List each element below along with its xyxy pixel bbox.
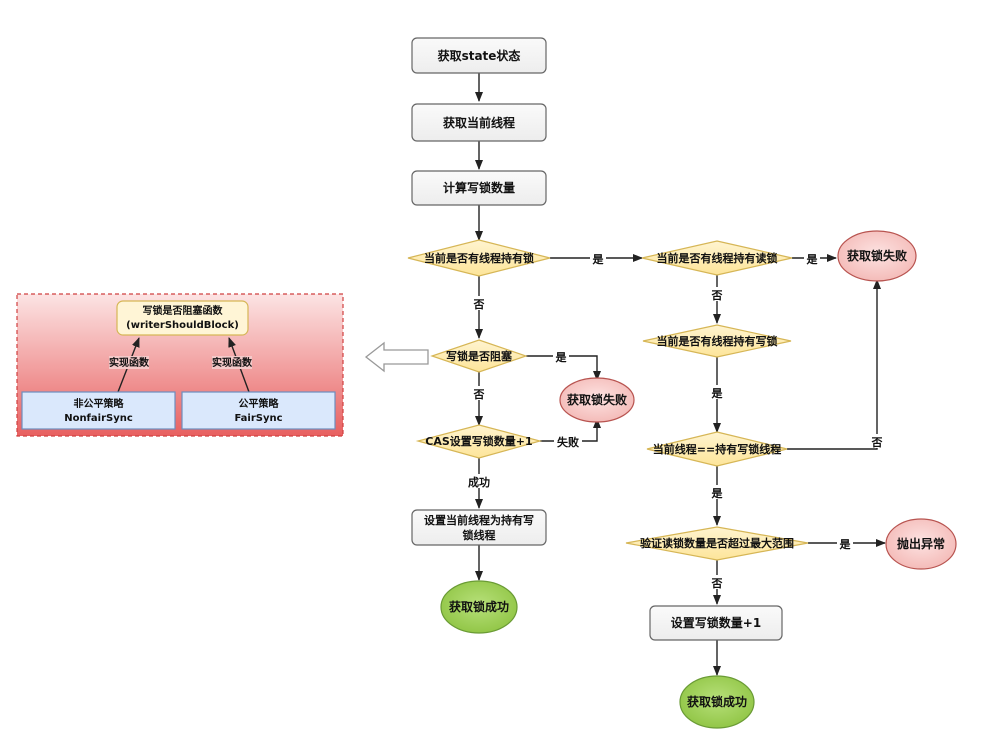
fair-sync-box: 公平策略 FairSync [181,391,336,430]
writer-should-block-box: 写锁是否阻塞函数 (writerShouldBlock) [116,300,249,336]
svg-text:获取锁成功: 获取锁成功 [686,694,747,709]
process-inc-write: 设置写锁数量+1 [649,605,783,641]
svg-text:获取锁成功: 获取锁成功 [448,599,509,614]
svg-text:当前是否有线程持有锁: 当前是否有线程持有锁 [424,251,534,265]
func-label-line2: (writerShouldBlock) [126,320,239,331]
svg-text:锁线程: 锁线程 [463,528,496,542]
svg-text:当前是否有线程持有写锁: 当前是否有线程持有写锁 [657,334,778,348]
decision-read-lock: 当前是否有线程持有读锁 [641,240,793,276]
svg-text:计算写锁数量: 计算写锁数量 [443,180,515,195]
edges [475,73,886,676]
block-strategy-panel: 写锁是否阻塞函数 (writerShouldBlock) 实现函数 实现函数 非… [16,293,344,437]
edge-label-yes-block: 是 [555,351,568,364]
svg-text:获取当前线程: 获取当前线程 [442,115,515,130]
process-get-state: 获取state状态 [411,37,547,74]
edge-label-fail-cas: 失败 [557,435,579,449]
decision-write-lock: 当前是否有线程持有写锁 [642,324,792,358]
terminal-throw: 抛出异常 [885,518,957,570]
svg-text:获取锁失败: 获取锁失败 [566,392,627,407]
terminal-fail-top: 获取锁失败 [837,230,917,282]
process-calc-write: 计算写锁数量 [411,170,547,206]
edge-label-yes-owner: 是 [711,487,724,500]
svg-text:当前是否有线程持有读锁: 当前是否有线程持有读锁 [657,251,778,265]
svg-text:获取锁失败: 获取锁失败 [846,248,907,263]
edge-labels: 是 是 否 否 是 否 失败 成功 是 否 是 是 否 [465,251,885,590]
svg-text:获取state状态: 获取state状态 [437,48,521,63]
svg-text:设置当前线程为持有写: 设置当前线程为持有写 [424,513,534,527]
process-set-owner: 设置当前线程为持有写 锁线程 [411,509,547,546]
svg-text:当前线程==持有写锁线程: 当前线程==持有写锁线程 [653,442,781,456]
terminal-success-left: 获取锁成功 [440,580,518,634]
edge-label-no-owner: 否 [871,436,883,449]
fair-label-line2: FairSync [234,413,282,424]
fair-label-line1: 公平策略 [239,397,280,410]
terminal-success-right: 获取锁成功 [679,675,755,729]
nonfair-sync-box: 非公平策略 NonfairSync [21,391,176,430]
edge-label-no-block: 否 [473,388,485,401]
decision-range: 验证读锁数量是否超过最大范围 [625,526,809,561]
svg-text:CAS设置写锁数量+1: CAS设置写锁数量+1 [425,434,532,448]
link-arrow-icon [364,341,429,373]
impl-label-right: 实现函数 [212,356,253,369]
svg-text:验证读锁数量是否超过最大范围: 验证读锁数量是否超过最大范围 [640,536,794,550]
nonfair-label-line1: 非公平策略 [74,397,125,410]
edge-label-success-cas: 成功 [468,475,490,489]
impl-label-left: 实现函数 [109,356,150,369]
edge-label-no-any: 否 [473,298,485,311]
edge-label-yes-range: 是 [839,538,852,551]
decision-block: 写锁是否阻塞 [430,339,528,373]
edge-label-yes-any: 是 [592,253,605,266]
svg-text:抛出异常: 抛出异常 [897,536,945,551]
decision-cas: CAS设置写锁数量+1 [415,424,543,459]
func-label-line1: 写锁是否阻塞函数 [143,304,224,317]
edge-label-yes-read: 是 [806,253,819,266]
nonfair-label-line2: NonfairSync [64,413,133,424]
process-get-thread: 获取当前线程 [411,103,547,142]
svg-text:写锁是否阻塞: 写锁是否阻塞 [446,349,513,363]
decision-any-lock: 当前是否有线程持有锁 [407,239,551,277]
edge-label-no-range: 否 [711,577,723,590]
svg-text:设置写锁数量+1: 设置写锁数量+1 [671,615,761,630]
edge-label-no-read: 否 [711,289,723,302]
decision-owner: 当前线程==持有写锁线程 [646,431,788,467]
terminal-fail-mid: 获取锁失败 [559,377,635,423]
edge-label-yes-write: 是 [711,387,724,400]
